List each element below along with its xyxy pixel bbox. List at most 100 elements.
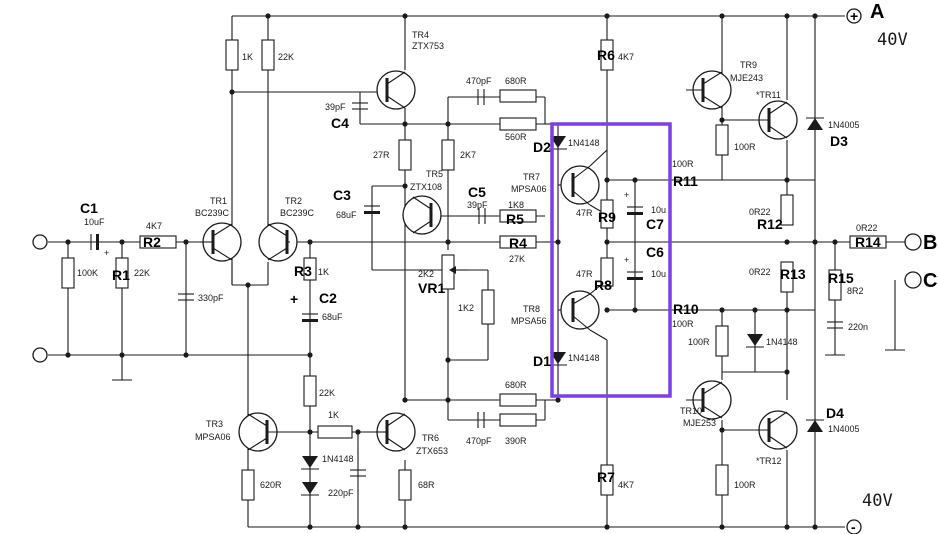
c-39pf: 39pF: [325, 102, 346, 112]
tr9-type: MJE243: [730, 73, 763, 83]
r14: R14: [855, 234, 881, 250]
tr5-type: ZTX108: [410, 182, 442, 192]
tr12-name: *TR12: [756, 456, 782, 466]
transistors: [200, 70, 798, 452]
c6: C6: [646, 244, 664, 260]
r7-val: 4K7: [618, 480, 634, 490]
c7-plus: +: [624, 190, 629, 200]
driver-stage-highlight: [550, 122, 672, 398]
r6-val: 4K7: [618, 52, 634, 62]
r14-val: 0R22: [856, 223, 878, 233]
c1: C1: [80, 200, 98, 216]
r7: R7: [597, 469, 615, 485]
r2-val: 4K7: [146, 221, 162, 231]
c-470pf-bot: 470pF: [466, 436, 492, 446]
r4-val: 27K: [509, 254, 525, 264]
d2: D2: [533, 139, 551, 155]
tr2-name: TR2: [285, 196, 302, 206]
c1-plus: +: [104, 248, 109, 258]
r10: R10: [673, 301, 699, 317]
tr9-name: TR9: [740, 60, 757, 70]
r11-val: 100R: [672, 159, 694, 169]
tr7-name: TR7: [523, 172, 540, 182]
r3: R3: [294, 263, 312, 279]
r-100r-tr9: 100R: [734, 142, 756, 152]
r5: R5: [506, 211, 524, 227]
c-330pf: 330pF: [198, 293, 224, 303]
c7: C7: [646, 216, 664, 232]
d4: D4: [826, 405, 844, 421]
vr1: VR1: [418, 280, 445, 296]
d2-type: 1N4148: [568, 138, 600, 148]
labels: + - A 40V 40V B C 1K 22K TR4 ZTX753 39pF…: [77, 1, 937, 534]
r-68r: 68R: [418, 480, 435, 490]
terminal-a: A: [870, 1, 884, 23]
d1-type: 1N4148: [568, 353, 600, 363]
r9: R9: [598, 209, 616, 225]
tr5-name: TR5: [426, 169, 443, 179]
c5: C5: [468, 184, 486, 200]
r10-val: 100R: [672, 319, 694, 329]
c7-val: 10u: [651, 205, 666, 215]
r15: R15: [828, 270, 854, 286]
r-2k7: 2K7: [460, 150, 476, 160]
supply-plus: +: [850, 8, 858, 24]
r-22k-top: 22K: [278, 52, 294, 62]
tr3-name: TR3: [206, 419, 223, 429]
tr6-name: TR6: [422, 433, 439, 443]
tr8-name: TR8: [523, 304, 540, 314]
d-1n4148-mid: 1N4148: [766, 337, 798, 347]
r-100r-bot: 100R: [734, 480, 756, 490]
r-27r: 27R: [373, 150, 390, 160]
junction-dots: [65, 13, 838, 530]
tr4-name: TR4: [412, 30, 429, 40]
tr7-type: MPSA06: [511, 184, 547, 194]
c3: C3: [333, 187, 351, 203]
r13: R13: [780, 266, 806, 282]
r12: R12: [757, 216, 783, 232]
c2: C2: [319, 290, 337, 306]
ground-symbols: [112, 349, 905, 381]
c1-val: 10uF: [84, 217, 105, 227]
output-c: C: [923, 270, 937, 292]
r15-val: 8R2: [847, 286, 864, 296]
c-470pf-top: 470pF: [466, 76, 492, 86]
r8: R8: [594, 277, 612, 293]
tr10-type: MJE253: [683, 418, 716, 428]
supply-minus: -: [851, 519, 856, 534]
tr1-name: TR1: [210, 196, 227, 206]
r3-val: 1K: [318, 267, 329, 277]
capacitors: [90, 89, 843, 477]
resistors: [61, 39, 887, 501]
r-680r-bot: 680R: [505, 380, 527, 390]
c2-plus: +: [290, 291, 298, 307]
c6-val: 10u: [651, 269, 666, 279]
d1: D1: [533, 353, 551, 369]
r-1k-top: 1K: [242, 52, 253, 62]
r-390r: 390R: [505, 436, 527, 446]
vr1-val: 2K2: [418, 269, 434, 279]
r-100k: 100K: [77, 268, 98, 278]
r1-val: 22K: [134, 268, 150, 278]
diodes: [301, 117, 824, 496]
d3: D3: [830, 133, 848, 149]
c5-val: 39pF: [467, 200, 488, 210]
d-1n4148-bot: 1N4148: [322, 454, 354, 464]
r9-val: 47R: [576, 208, 593, 218]
tr8-type: MPSA56: [511, 316, 547, 326]
r6: R6: [597, 47, 615, 63]
r11: R11: [673, 173, 698, 189]
r-680r-top: 680R: [505, 76, 527, 86]
r5-val: 1K8: [508, 200, 524, 210]
bottom-voltage: 40V: [862, 491, 893, 511]
tr11-name: *TR11: [756, 90, 781, 100]
r-22k-mid: 22K: [319, 388, 335, 398]
r2: R2: [143, 234, 161, 250]
d3-type: 1N4005: [828, 120, 860, 130]
c-220n: 220n: [848, 322, 868, 332]
r-560r: 560R: [505, 132, 527, 142]
c-220pf: 220pF: [328, 488, 354, 498]
r-1k2: 1K2: [458, 303, 474, 313]
r8-val: 47R: [576, 269, 593, 279]
